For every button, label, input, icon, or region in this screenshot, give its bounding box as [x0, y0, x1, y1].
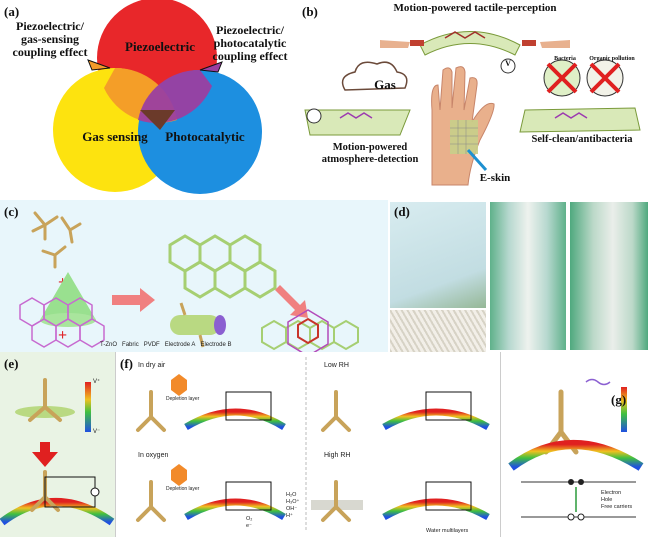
legend-oh: OH⁻	[286, 506, 298, 512]
panel-g-legend: Electron Hole Free carriers	[601, 490, 632, 511]
high-rh-label: High RH	[324, 452, 351, 459]
bacteria-label: Bacteria	[554, 56, 576, 62]
depletion-label-1: Depletion layer	[166, 396, 200, 402]
legend-electron: e⁻	[246, 523, 252, 529]
panel-c-illustration: + +	[19, 211, 359, 352]
panel-b-label: (b)	[302, 4, 318, 19]
legend-water-multilayers: Water multilayers	[426, 528, 469, 534]
v-plus-label: V⁺	[93, 379, 101, 385]
panel-c-legend: T-ZnO Fabric PVDF Electrode A Electrode …	[100, 342, 231, 348]
gas-label: Gas	[374, 77, 396, 92]
panel-e-label: (e)	[4, 356, 19, 371]
e-skin-arrow	[466, 148, 488, 172]
panel-f-legend-2: O₂ e⁻	[246, 516, 252, 530]
dry-air-label: In dry air	[138, 362, 166, 369]
gas-sensing-coupling-note: Piezoelectric/ gas-sensing coupling effe…	[12, 19, 88, 60]
photo-fabric-stretched	[490, 202, 566, 350]
legend-h2o: H₂O	[286, 492, 297, 498]
panel-g-label: (g)	[611, 392, 627, 407]
legend-free-carriers-g: Free carriers	[601, 504, 633, 510]
panel-g-illustration	[508, 378, 644, 521]
legend-h-plus: H⁺	[286, 513, 293, 519]
tactile-perception-title: Motion-powered tactile-perception	[393, 2, 557, 14]
panel-f-label: (f)	[120, 356, 133, 371]
legend-o2: O₂	[246, 516, 253, 522]
low-rh-label: Low RH	[324, 362, 349, 369]
legend-fabric: Fabric	[122, 342, 139, 348]
v-minus-label: V⁻	[93, 429, 101, 435]
orange-arrow	[87, 59, 111, 71]
voltmeter-symbol: V	[505, 59, 511, 68]
oxygen-label: In oxygen	[138, 452, 169, 459]
photo-fabric-twisted	[570, 202, 648, 350]
legend-pvdf: PVDF	[143, 342, 160, 348]
panel-f-illustration	[136, 357, 490, 532]
legend-h3o: H₃O⁺	[286, 499, 300, 505]
gas-sensing-label: Gas sensing	[82, 129, 148, 144]
panel-a: (a) Piezoelectric Gas sensing Photocatal…	[0, 0, 300, 200]
panel-e-illustration	[0, 378, 115, 526]
panel-a-label: (a)	[4, 4, 20, 19]
venn-diagram	[53, 0, 262, 194]
svg-text:+: +	[58, 327, 67, 344]
panel-b-illustration	[304, 31, 641, 186]
e-skin-label: E-skin	[479, 172, 511, 184]
purple-arrow	[199, 61, 223, 73]
atmosphere-detection-label: Motion-powered atmosphere-detection	[321, 142, 419, 165]
organic-pollution-label: Organic pollution	[589, 56, 635, 62]
photocatalytic-coupling-note: Piezoelectric/ photocatalytic coupling e…	[212, 23, 288, 64]
piezoelectric-label: Piezoelectric	[125, 39, 195, 54]
panel-c: + +	[0, 200, 388, 352]
panel-b: (b) Motion-powered tactile-perception Ga…	[300, 0, 650, 200]
legend-hole-g: Hole	[601, 497, 613, 503]
legend-tzno: T-ZnO	[100, 342, 118, 348]
legend-electrode-b: Electrode B	[200, 342, 232, 348]
photo-fabric-zoom	[390, 308, 486, 352]
panel-d-label: (d)	[394, 204, 410, 219]
panel-c-label: (c)	[4, 204, 19, 219]
legend-electrode-a: Electrode A	[164, 342, 196, 348]
self-clean-label: Self-clean/antibacteria	[531, 134, 633, 145]
legend-electron-g: Electron	[601, 490, 622, 496]
panel-g: (g) Electron Hole Free carriers	[500, 352, 650, 537]
panel-f-legend: H₂O H₃O⁺ OH⁻ H⁺	[286, 492, 299, 520]
photocatalytic-label: Photocatalytic	[165, 129, 245, 144]
panel-d: (d)	[388, 200, 650, 352]
depletion-label-2: Depletion layer	[166, 486, 200, 492]
panel-f: (f) In dry air In oxygen Low RH High RH …	[115, 352, 501, 537]
panel-e: (e) V⁺ V⁻	[0, 352, 115, 537]
